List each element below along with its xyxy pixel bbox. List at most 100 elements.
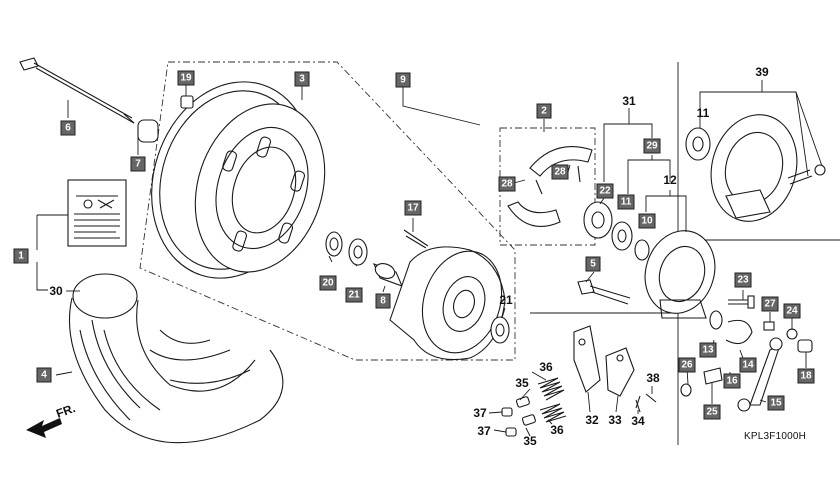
callout-20: 20 <box>319 275 337 291</box>
label-37b: 37 <box>477 424 491 438</box>
callout-4: 4 <box>36 367 52 383</box>
svg-text:4: 4 <box>41 370 47 381</box>
svg-text:24: 24 <box>786 306 798 317</box>
label-38: 38 <box>646 371 660 385</box>
tire <box>69 273 284 444</box>
leader-lines <box>36 80 823 437</box>
bearing-left <box>325 231 343 257</box>
callout-19: 19 <box>177 70 195 86</box>
diagram-code: KPL3F1000H <box>744 431 807 442</box>
svg-text:26: 26 <box>681 360 693 371</box>
svg-text:16: 16 <box>726 376 738 387</box>
label-12: 12 <box>663 173 677 187</box>
screw-34 <box>635 395 641 413</box>
brake-shoes <box>507 146 593 227</box>
wheel-rim <box>151 81 326 279</box>
callout-18: 18 <box>797 368 815 384</box>
warning-label-sticker <box>67 179 127 247</box>
callout-6: 6 <box>60 120 76 136</box>
svg-text:14: 14 <box>742 360 754 371</box>
o-ring <box>634 239 650 261</box>
svg-text:27: 27 <box>764 299 776 310</box>
brake-arm-bolt <box>728 295 755 309</box>
callout-13: 13 <box>699 342 717 358</box>
svg-text:21: 21 <box>348 290 360 301</box>
label-35b: 35 <box>523 434 537 448</box>
label-34: 34 <box>631 414 645 428</box>
svg-text:3: 3 <box>299 74 305 85</box>
hub-bearing <box>490 316 510 344</box>
svg-text:1: 1 <box>18 251 24 262</box>
springs-36 <box>537 377 567 423</box>
callout-23: 23 <box>734 272 752 288</box>
svg-text:19: 19 <box>180 73 192 84</box>
callout-2: 2 <box>536 103 552 119</box>
wheel-hub <box>389 246 506 361</box>
label-30: 30 <box>49 284 63 298</box>
lever-33 <box>605 347 635 397</box>
svg-text:29: 29 <box>646 141 658 152</box>
plain-number-labels: 30 31 12 39 11 21 36 35 37 37 35 36 32 3… <box>49 65 769 448</box>
label-39: 39 <box>755 65 769 79</box>
callout-3: 3 <box>294 71 310 87</box>
adjuster-nut-18 <box>797 339 813 353</box>
svg-text:10: 10 <box>641 216 653 227</box>
svg-text:28: 28 <box>501 179 513 190</box>
hub-cover-assembly <box>685 114 826 222</box>
callout-9: 9 <box>395 72 411 88</box>
svg-text:7: 7 <box>135 159 141 170</box>
brake-arm-assembly <box>709 310 783 412</box>
axle-bolt <box>19 57 135 124</box>
lever-32 <box>573 325 601 393</box>
callout-26: 26 <box>678 357 696 373</box>
svg-text:15: 15 <box>770 398 782 409</box>
callout-1: 1 <box>13 248 29 264</box>
washer-24 <box>786 328 798 340</box>
svg-text:20: 20 <box>322 278 334 289</box>
svg-text:5: 5 <box>590 259 596 270</box>
label-31: 31 <box>622 94 636 108</box>
small-nut-26 <box>680 383 692 397</box>
callout-7: 7 <box>130 156 146 172</box>
callout-16: 16 <box>723 373 741 389</box>
svg-text:23: 23 <box>737 275 749 286</box>
label-33: 33 <box>608 413 622 427</box>
callout-28b: 28 <box>551 164 569 180</box>
label-36b: 36 <box>550 423 564 437</box>
stud-bolt <box>403 229 429 249</box>
brake-panel-bolt <box>577 279 631 305</box>
valve-nut <box>180 95 194 109</box>
pins-35 <box>515 396 536 426</box>
callout-28a: 28 <box>498 176 516 192</box>
svg-text:17: 17 <box>407 203 419 214</box>
svg-text:2: 2 <box>541 106 547 117</box>
callout-15: 15 <box>767 395 785 411</box>
svg-text:25: 25 <box>706 407 718 418</box>
front-direction-arrow: FR. <box>26 401 77 438</box>
callout-labels: 1 2 3 4 5 6 7 8 9 10 11 13 14 15 16 17 1… <box>13 70 815 420</box>
front-arrow-label: FR. <box>54 401 77 421</box>
screw-38 <box>645 393 657 403</box>
svg-text:8: 8 <box>380 296 386 307</box>
callout-5: 5 <box>585 256 601 272</box>
distance-collar <box>372 263 404 287</box>
collar <box>137 119 159 143</box>
svg-text:18: 18 <box>800 371 812 382</box>
brake-panel <box>644 230 716 319</box>
label-32: 32 <box>585 413 599 427</box>
callout-21-box: 21 <box>345 287 363 303</box>
callout-27: 27 <box>761 296 779 312</box>
callout-14: 14 <box>739 357 757 373</box>
callout-11-box: 11 <box>617 194 635 210</box>
svg-text:28: 28 <box>554 167 566 178</box>
dust-seal <box>583 201 613 239</box>
brake-cam-bearing <box>611 221 633 251</box>
callout-24: 24 <box>783 303 801 319</box>
bolt-27 <box>763 321 775 331</box>
svg-text:22: 22 <box>599 186 611 197</box>
svg-text:9: 9 <box>400 75 406 86</box>
svg-text:13: 13 <box>702 345 714 356</box>
callout-22: 22 <box>596 183 614 199</box>
bearing-right <box>348 238 368 266</box>
